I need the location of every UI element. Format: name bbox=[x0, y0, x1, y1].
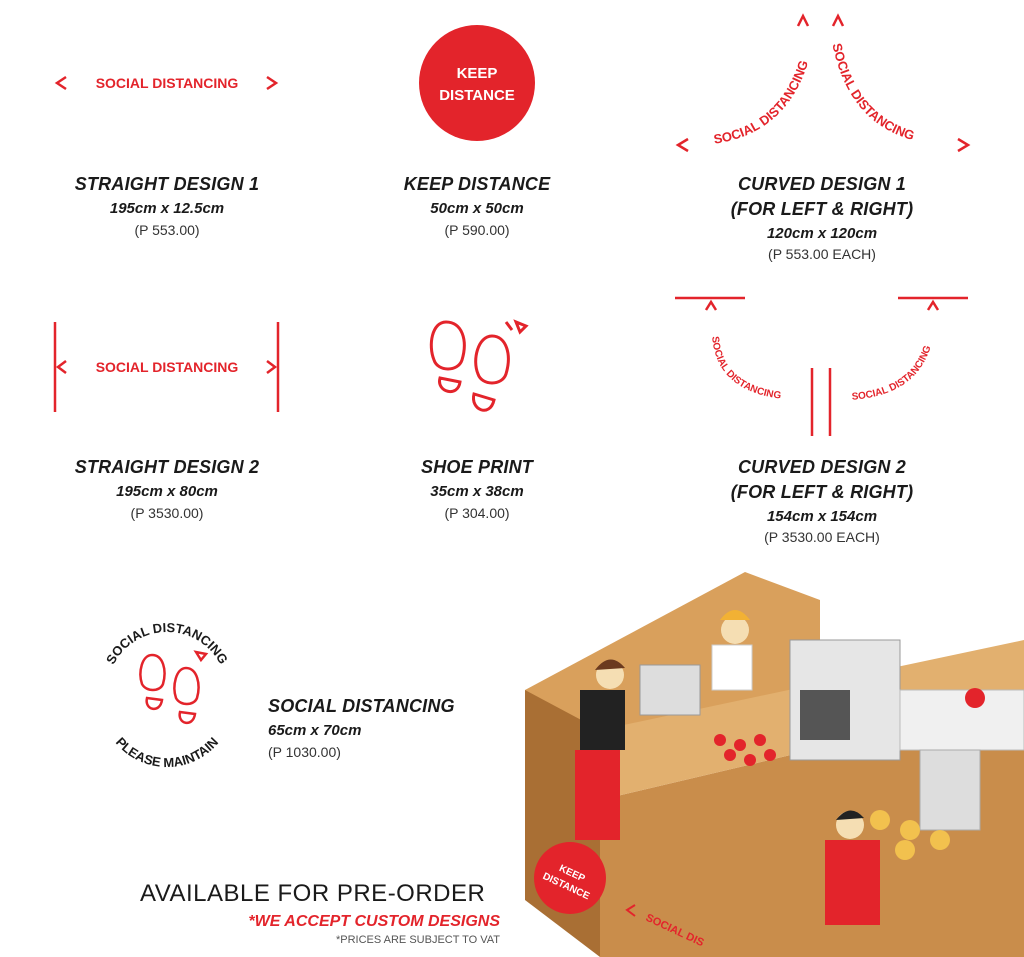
svg-text:KEEP: KEEP bbox=[457, 65, 498, 82]
product-title: SOCIAL DISTANCING bbox=[268, 696, 455, 716]
svg-text:PLEASE MAINTAIN: PLEASE MAINTAIN bbox=[113, 734, 221, 770]
product-price: (P 1030.00) bbox=[268, 744, 341, 760]
product-size: 154cm x 154cm bbox=[766, 508, 878, 525]
product-price: (P 3530.00 EACH) bbox=[764, 529, 880, 545]
product-subtitle: (FOR LEFT & RIGHT) bbox=[730, 199, 914, 219]
keep-distance-decal: KEEP DISTANCE bbox=[419, 25, 535, 141]
product-title: CURVED DESIGN 1 bbox=[737, 174, 907, 194]
svg-text:SOCIAL DISTANCING: SOCIAL DISTANCING bbox=[103, 620, 231, 667]
product-price: (P 304.00) bbox=[444, 505, 510, 521]
product-size: 120cm x 120cm bbox=[766, 225, 878, 242]
vat-note: *PRICES ARE SUBJECT TO VAT bbox=[335, 934, 500, 946]
product-price: (P 590.00) bbox=[444, 222, 510, 238]
straight-1-decal-text: SOCIAL DISTANCING bbox=[96, 75, 239, 91]
product-subtitle: (FOR LEFT & RIGHT) bbox=[730, 482, 914, 502]
custom-designs-note: *WE ACCEPT CUSTOM DESIGNS bbox=[248, 913, 500, 930]
curved-design-2-decal bbox=[675, 296, 968, 436]
shoe-print-icon bbox=[429, 319, 529, 412]
product-size: 195cm x 80cm bbox=[116, 483, 218, 500]
straight-design-1-decal bbox=[54, 75, 279, 91]
social-distancing-decal-shoe-icon bbox=[139, 650, 209, 724]
product-size: 35cm x 38cm bbox=[430, 483, 524, 500]
product-size: 195cm x 12.5cm bbox=[109, 200, 225, 217]
product-price: (P 553.00) bbox=[134, 222, 200, 238]
product-title: STRAIGHT DESIGN 2 bbox=[74, 457, 260, 477]
svg-text:SOCIAL DISTANCING: SOCIAL DISTANCING bbox=[709, 336, 782, 402]
pre-order-headline: AVAILABLE FOR PRE-ORDER bbox=[140, 880, 486, 907]
curved-design-1-decal bbox=[675, 13, 971, 153]
svg-text:SOCIAL DISTANCING: SOCIAL DISTANCING bbox=[829, 42, 916, 143]
product-price: (P 3530.00) bbox=[130, 505, 204, 521]
svg-text:SOCIAL DISTANCING: SOCIAL DISTANCING bbox=[713, 58, 812, 146]
product-title: STRAIGHT DESIGN 1 bbox=[74, 174, 260, 194]
product-size: 65cm x 70cm bbox=[268, 722, 362, 739]
svg-text:DISTANCE: DISTANCE bbox=[439, 87, 515, 104]
product-title: CURVED DESIGN 2 bbox=[737, 457, 907, 477]
product-title: KEEP DISTANCE bbox=[403, 174, 551, 194]
cafe-counter-illustration: KEEP DISTANCE SOCIAL DIS bbox=[525, 572, 1024, 957]
straight-design-2-decal bbox=[53, 322, 280, 412]
straight-2-decal-text: SOCIAL DISTANCING bbox=[96, 359, 239, 375]
product-size: 50cm x 50cm bbox=[430, 200, 524, 217]
product-price: (P 553.00 EACH) bbox=[768, 246, 876, 262]
product-title: SHOE PRINT bbox=[420, 457, 533, 477]
svg-text:SOCIAL DISTANCING: SOCIAL DISTANCING bbox=[851, 344, 933, 403]
